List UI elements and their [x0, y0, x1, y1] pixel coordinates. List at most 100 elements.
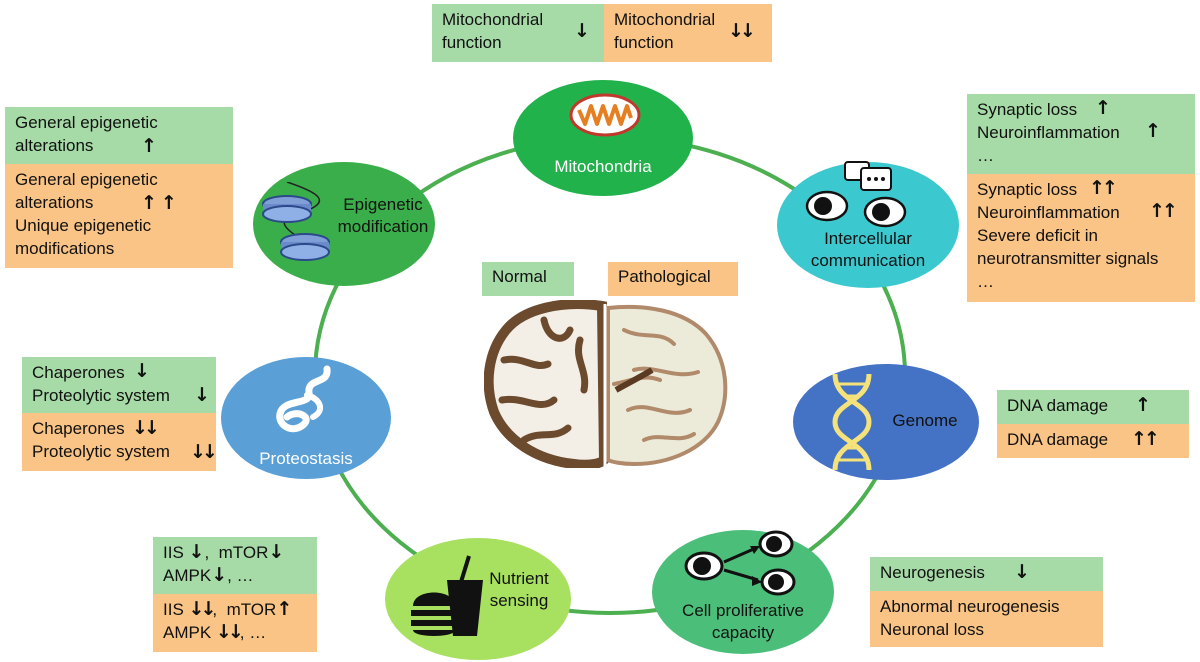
genome-normal-box: DNA damage ↑: [997, 390, 1189, 424]
up-arrow-icon: ↑: [1135, 394, 1151, 416]
inter-path-line3: Severe deficit in: [977, 226, 1098, 245]
mito-normal-line1: Mitochondrial: [442, 10, 544, 29]
mito-path-line2: function: [614, 33, 674, 52]
double-down-arrow-icon: ↓↓: [215, 621, 244, 643]
dna-icon: [832, 373, 872, 471]
up-arrow-icon: ↑: [276, 598, 293, 620]
normal-legend: Normal: [482, 262, 574, 296]
inter-path-line4: neurotransmitter signals: [977, 249, 1159, 268]
cell-path-line1: Abnormal neurogenesis: [880, 597, 1060, 616]
genome-normal-text: DNA damage: [1007, 396, 1109, 415]
cell-path-line2: Neuronal loss: [880, 620, 984, 639]
intercellular-label-line2: communication: [810, 251, 926, 270]
separator: ,: [204, 543, 210, 562]
prot-normal-line2: Proteolytic system: [32, 386, 170, 405]
proteostasis-label: Proteostasis: [259, 449, 353, 468]
down-arrow-icon: ↓: [134, 360, 150, 382]
pathological-legend: Pathological: [608, 262, 738, 296]
inter-normal-line3: …: [977, 146, 994, 165]
inter-path-line1: Synaptic loss: [977, 180, 1078, 199]
prot-path-line1: Chaperones: [32, 419, 125, 438]
epi-path-line4: modifications: [15, 239, 115, 258]
protein-icon: [276, 365, 331, 433]
nutrient-node: Nutrient sensing: [385, 538, 571, 660]
inter-path-box: Synaptic loss Neuroinflammation Severe d…: [967, 174, 1195, 302]
fast-food-icon: [411, 555, 483, 636]
prot-normal-box: Chaperones Proteolytic system ↓ ↓: [22, 357, 216, 413]
chat-eyes-icon: [805, 161, 907, 228]
cell-prolif-node: Cell proliferative capacity: [652, 530, 834, 654]
inter-path-line5: …: [977, 272, 994, 291]
epi-path-line3: Unique epigenetic: [15, 216, 152, 235]
nutr-path-line2: AMPK ↓↓, …: [163, 621, 307, 644]
double-down-arrow-icon: ↓↓: [132, 417, 160, 439]
inter-normal-line2: Neuroinflammation: [977, 123, 1120, 142]
double-down-arrow-icon: ↓↓: [190, 441, 218, 463]
more-text: , …: [227, 566, 254, 585]
cell-prolif-label-line1: Cell proliferative: [682, 601, 804, 620]
up-arrow-icon: ↑: [1145, 120, 1161, 142]
mitochondria-node: Mitochondria: [513, 80, 693, 196]
epi-normal-box: General epigenetic alterations ↑: [5, 107, 233, 164]
up-arrow-icon: ↑: [1095, 97, 1111, 119]
mtor-label: mTOR: [218, 543, 269, 562]
epi-path-line1: General epigenetic: [15, 170, 158, 189]
mtor-label: mTOR: [226, 600, 277, 619]
double-up-arrow-icon: ↑↑: [141, 192, 181, 214]
mito-normal-box: Mitochondrial function ↓: [432, 4, 604, 62]
cell-prolif-label-line2: capacity: [711, 623, 775, 642]
double-up-arrow-icon: ↑↑: [1089, 177, 1118, 199]
proteostasis-node: Proteostasis: [221, 357, 391, 479]
epi-path-box: General epigenetic alterations Unique ep…: [5, 164, 233, 268]
nutrient-label-line1: Nutrient: [489, 569, 549, 588]
epigenetic-label-line1: Epigenetic: [343, 195, 423, 214]
ampk-label: AMPK: [163, 566, 212, 585]
dividing-cells-icon: [684, 530, 796, 596]
mito-normal-line2: function: [442, 33, 502, 52]
inter-normal-line1: Synaptic loss: [977, 100, 1078, 119]
down-arrow-icon: ↓: [194, 384, 210, 406]
down-arrow-icon: ↓: [188, 541, 205, 563]
double-up-arrow-icon: ↑↑: [1149, 200, 1178, 222]
iis-label: IIS: [163, 600, 184, 619]
epigenetic-label: Epigenetic modification: [333, 194, 433, 238]
mito-path-line1: Mitochondrial: [614, 10, 716, 29]
intercellular-node: Intercellular communication: [777, 161, 959, 288]
genome-path-box: DNA damage ↑↑: [997, 424, 1189, 458]
nutr-normal-line2: AMPK↓, …: [163, 564, 307, 587]
inter-path-line2: Neuroinflammation: [977, 203, 1120, 222]
double-down-arrow-icon: ↓↓: [728, 20, 756, 42]
epigenetic-node: Epigenetic modification: [253, 162, 435, 286]
separator: ,: [212, 600, 218, 619]
cell-normal-box: Neurogenesis ↓: [870, 557, 1103, 591]
epi-path-line2: alterations: [15, 193, 94, 212]
brain-icon: [484, 300, 728, 468]
down-arrow-icon: ↓: [1014, 561, 1030, 583]
epi-normal-line1: General epigenetic: [15, 113, 158, 132]
genome-path-text: DNA damage: [1007, 430, 1109, 449]
genome-label: Genome: [892, 411, 958, 430]
intercellular-label: Intercellular communication: [777, 228, 959, 272]
nutrient-label: Nutrient sensing: [479, 568, 559, 612]
prot-path-line2: Proteolytic system: [32, 442, 170, 461]
nutr-path-line1: IIS ↓↓, mTOR↑: [163, 598, 307, 621]
down-arrow-icon: ↓: [574, 20, 590, 42]
iis-label: IIS: [163, 543, 184, 562]
intercellular-label-line1: Intercellular: [824, 229, 912, 248]
cell-normal-text: Neurogenesis: [880, 563, 985, 582]
cell-path-box: Abnormal neurogenesis Neuronal loss: [870, 591, 1103, 647]
mitochondria-label: Mitochondria: [554, 157, 652, 176]
genome-node: Genome: [793, 364, 979, 480]
epi-normal-line2: alterations: [15, 136, 94, 155]
nutr-normal-box: IIS ↓, mTOR↓ AMPK↓, …: [153, 537, 317, 594]
nutr-path-box: IIS ↓↓, mTOR↑ AMPK ↓↓, …: [153, 594, 317, 652]
inter-normal-box: Synaptic loss Neuroinflammation … ↑ ↑: [967, 94, 1195, 174]
double-down-arrow-icon: ↓↓: [188, 598, 217, 620]
more-text: , …: [239, 623, 267, 642]
cell-prolif-label: Cell proliferative capacity: [652, 600, 834, 644]
nutrient-label-line2: sensing: [489, 591, 549, 610]
nutr-normal-line1: IIS ↓, mTOR↓: [163, 541, 307, 564]
mitochondria-icon: [569, 93, 641, 137]
mito-path-box: Mitochondrial function ↓↓: [604, 4, 772, 62]
epigenetic-label-line2: modification: [337, 217, 429, 236]
